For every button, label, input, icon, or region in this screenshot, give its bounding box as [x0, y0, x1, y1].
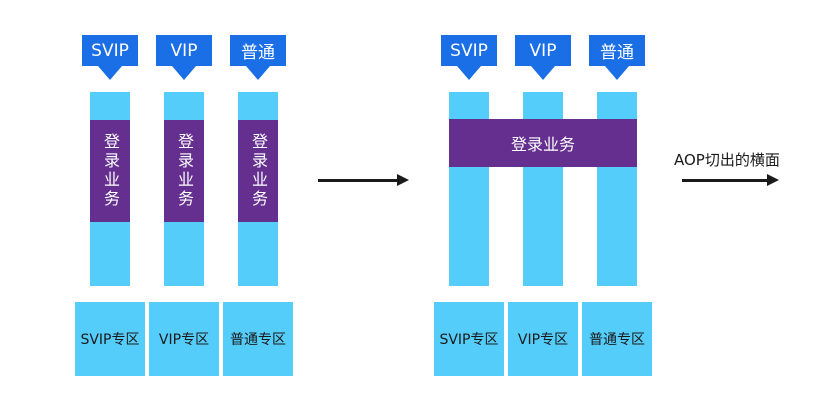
caption-arrow-line [682, 179, 768, 182]
left-zone-vip: VIP专区 [149, 302, 219, 376]
right-login-band: 登录业务 [449, 119, 637, 167]
right-tag-svip-arrow [457, 66, 481, 80]
caption-arrow-head [767, 174, 779, 186]
right-tag-vip: VIP [515, 35, 571, 66]
transform-arrow-head [397, 174, 409, 186]
aop-caption: AOP切出的横面 [674, 151, 780, 169]
left-tag-svip: SVIP [82, 35, 138, 66]
left-tag-vip: VIP [156, 35, 212, 66]
right-zone-vip: VIP专区 [508, 302, 578, 376]
left-login-band-svip: 登录业务 [90, 120, 130, 222]
left-zone-svip: SVIP专区 [75, 302, 145, 376]
left-tag-svip-arrow [98, 66, 122, 80]
left-tag-normal: 普通 [230, 35, 286, 66]
left-login-band-normal: 登录业务 [238, 120, 278, 222]
left-zone-normal: 普通专区 [223, 302, 293, 376]
right-tag-normal-arrow [605, 66, 629, 80]
right-tag-svip: SVIP [441, 35, 497, 66]
right-tag-normal: 普通 [589, 35, 645, 66]
right-zone-normal: 普通专区 [582, 302, 652, 376]
right-tag-vip-arrow [531, 66, 555, 80]
transform-arrow-line [318, 179, 398, 182]
left-tag-vip-arrow [172, 66, 196, 80]
left-tag-normal-arrow [246, 66, 270, 80]
left-login-band-vip: 登录业务 [164, 120, 204, 222]
right-zone-svip: SVIP专区 [434, 302, 504, 376]
